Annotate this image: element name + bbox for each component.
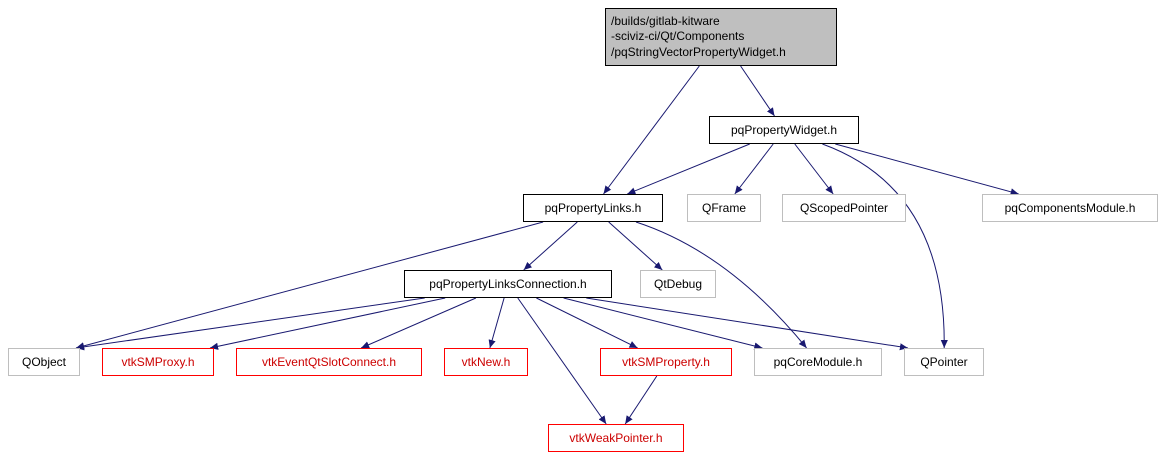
edge-pqPropertyWidget-to-QFrame (734, 143, 774, 195)
node-vtksmproperty-h[interactable]: vtkSMProperty.h (600, 348, 732, 376)
node-vtksmproxy-h[interactable]: vtkSMProxy.h (102, 348, 214, 376)
edge-pqPropertyLinks-to-QtDebug (608, 221, 663, 271)
edge-pqPropertyLinksConnection-to-vtkSMProxy (209, 297, 446, 350)
node-pqpropertylinks-h[interactable]: pqPropertyLinks.h (523, 194, 663, 222)
edge-root-to-pqPropertyLinks (603, 65, 700, 195)
node-qobject: QObject (8, 348, 80, 376)
node-qframe: QFrame (687, 194, 761, 222)
node-qpointer: QPointer (904, 348, 984, 376)
edge-pqPropertyWidget-to-QScopedPointer (794, 143, 834, 195)
edge-pqPropertyWidget-to-pqPropertyLinks (627, 143, 750, 195)
node-pqcoremodule-h: pqCoreModule.h (754, 348, 882, 376)
node-pqpropertywidget-h[interactable]: pqPropertyWidget.h (709, 116, 859, 144)
edge-pqPropertyWidget-to-pqComponentsModule (835, 143, 1019, 196)
node-vtknew-h[interactable]: vtkNew.h (444, 348, 528, 376)
edge-pqPropertyLinksConnection-to-pqCoreModule (563, 297, 763, 350)
node-vtkeventqtslotconnect-h[interactable]: vtkEventQtSlotConnect.h (236, 348, 422, 376)
edge-pqPropertyLinksConnection-to-vtkNew (488, 297, 505, 349)
edge-pqPropertyLinksConnection-to-QObject (75, 297, 425, 351)
edge-pqPropertyWidget-to-QPointer (822, 143, 948, 349)
node-root-pqstringvectorpropertywidget-h: /builds/gitlab-kitware -sciviz-ci/Qt/Com… (605, 8, 837, 66)
node-qtdebug: QtDebug (640, 270, 716, 298)
edge-pqPropertyLinksConnection-to-vtkSMProperty (536, 297, 638, 349)
edge-vtkSMProperty-to-vtkWeakPointer (624, 375, 658, 425)
edge-pqPropertyLinksConnection-to-vtkWeakPointer (517, 297, 607, 425)
edge-root-to-pqPropertyWidget (740, 65, 775, 117)
node-vtkweakpointer-h[interactable]: vtkWeakPointer.h (548, 424, 684, 452)
edge-pqPropertyLinksConnection-to-QPointer (586, 297, 909, 351)
node-pqpropertylinksconnection-h[interactable]: pqPropertyLinksConnection.h (404, 270, 612, 298)
edge-pqPropertyLinksConnection-to-vtkEventQtSlotConnect (360, 297, 477, 349)
edge-pqPropertyLinks-to-pqPropertyLinksConnection (523, 221, 578, 271)
node-qscopedpointer: QScopedPointer (782, 194, 906, 222)
node-pqcomponentsmodule-h: pqComponentsModule.h (982, 194, 1158, 222)
